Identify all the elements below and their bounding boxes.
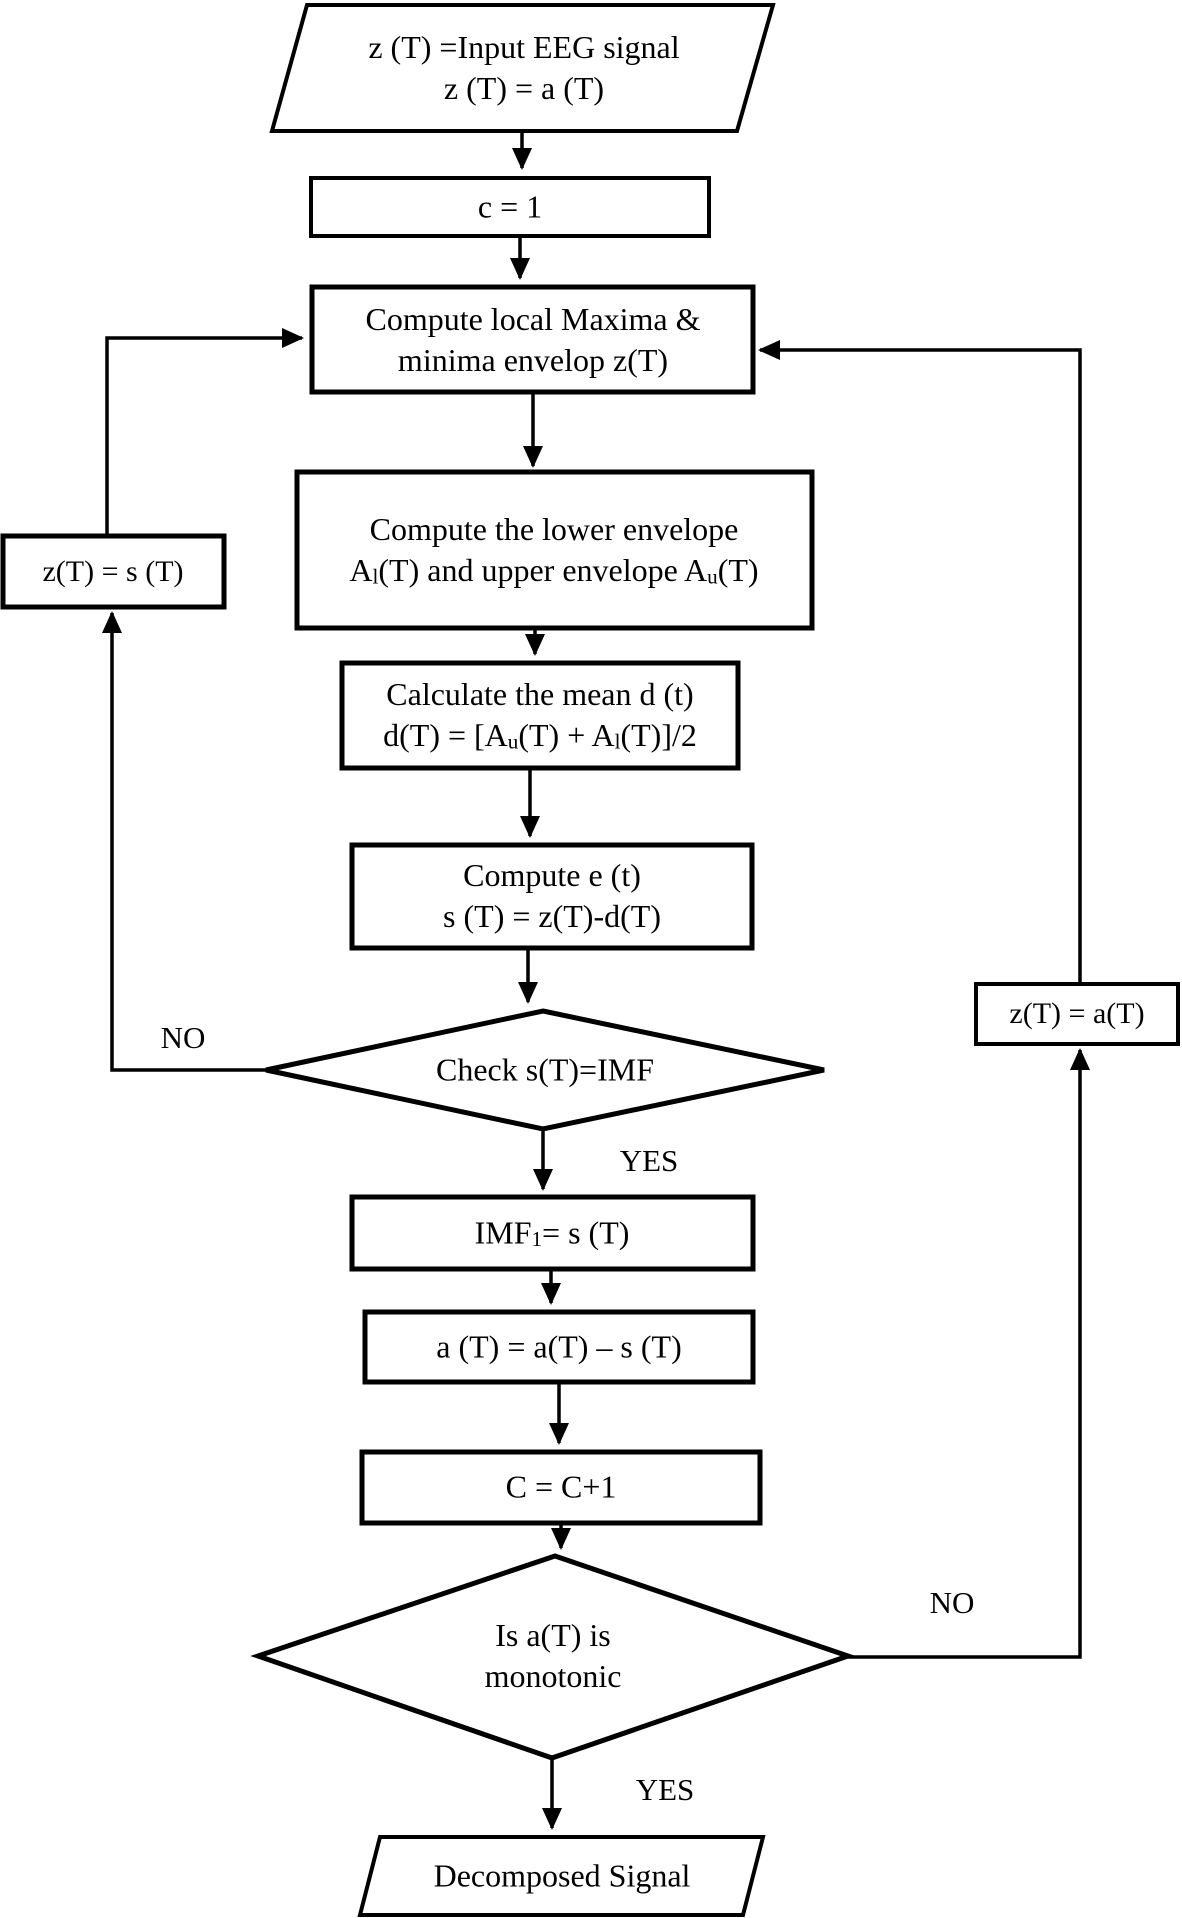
maxima-label: Compute local Maxima & minima envelop z(… bbox=[365, 299, 700, 381]
maxima-line-1: Compute local Maxima & bbox=[365, 301, 701, 338]
envelope-box bbox=[294, 469, 815, 631]
mean-subscript: u bbox=[507, 729, 519, 754]
mean-label: Calculate the mean d (t) d(T) = [Au(T) +… bbox=[383, 674, 697, 756]
compute-e-box bbox=[349, 842, 755, 951]
mean-seg: d(T) = [A bbox=[383, 717, 508, 753]
monotonic-line-2: monotonic bbox=[484, 1658, 622, 1694]
imf1-subscript: 1 bbox=[531, 1227, 543, 1252]
start-line-1: z (T) =Input EEG signal bbox=[368, 29, 680, 66]
mean-subscript: l bbox=[614, 729, 621, 754]
mean-box bbox=[339, 660, 741, 771]
check-imf-yes-label: YES bbox=[619, 1143, 679, 1178]
monotonic-yes-label: YES bbox=[635, 1772, 695, 1807]
mean-seg: (T)]/2 bbox=[620, 717, 697, 753]
envelope-seg: A bbox=[349, 552, 373, 588]
arrow-monotonic-no-to-set-z-a bbox=[848, 1048, 1090, 1659]
arrow-check-imf-no-to-set-z-s bbox=[102, 611, 266, 1072]
check-imf-no-label: NO bbox=[160, 1020, 206, 1055]
monotonic-no-label: NO bbox=[929, 1585, 975, 1620]
mean-seg: (T) + A bbox=[518, 717, 615, 753]
monotonic-label: Is a(T) is monotonic bbox=[485, 1615, 622, 1697]
mean-line-1: Calculate the mean d (t) bbox=[386, 676, 694, 713]
set-z-s-label: z(T) = s (T) bbox=[42, 554, 184, 588]
update-a-box bbox=[362, 1309, 756, 1385]
set-z-a-box bbox=[974, 982, 1180, 1046]
imf1-label: IMF1= s (T) bbox=[475, 1213, 630, 1254]
compute-e-label: Compute e (t) s (T) = z(T)-d(T) bbox=[443, 855, 661, 937]
check-imf-diamond bbox=[265, 1008, 825, 1132]
init-label: c = 1 bbox=[477, 188, 543, 225]
maxima-line-2: minima envelop z(T) bbox=[397, 342, 669, 378]
imf1-seg: = s (T) bbox=[542, 1214, 630, 1251]
monotonic-line-1: Is a(T) is bbox=[495, 1617, 611, 1654]
increment-label: C = C+1 bbox=[505, 1468, 617, 1505]
imf1-seg: IMF bbox=[474, 1214, 532, 1251]
check-imf-label: Check s(T)=IMF bbox=[435, 1051, 655, 1088]
start-line-2: z (T) = a (T) bbox=[443, 70, 605, 106]
compute-e-line-1: Compute e (t) bbox=[463, 857, 641, 894]
envelope-line-1: Compute the lower envelope bbox=[369, 511, 739, 548]
set-z-a-label: z(T) = a(T) bbox=[1009, 996, 1145, 1030]
set-z-s-box bbox=[0, 533, 227, 610]
imf1-box bbox=[349, 1194, 756, 1272]
increment-box bbox=[359, 1449, 763, 1526]
start-node-label: z (T) =Input EEG signal z (T) = a (T) bbox=[368, 27, 679, 109]
envelope-seg: (T) bbox=[717, 552, 759, 588]
maxima-box bbox=[309, 284, 756, 395]
envelope-seg: (T) and upper envelope A bbox=[378, 552, 708, 588]
monotonic-diamond bbox=[250, 1553, 856, 1761]
arrow-set-z-a-to-maxima bbox=[758, 340, 1082, 983]
init-box bbox=[309, 176, 711, 238]
envelope-subscript: l bbox=[372, 564, 379, 589]
end-label: Decomposed Signal bbox=[433, 1857, 691, 1894]
update-a-label: a (T) = a(T) – s (T) bbox=[436, 1328, 682, 1365]
end-parallelogram bbox=[357, 1835, 766, 1917]
mean-line-2: d(T) = [Au(T) + Al(T)]/2 bbox=[383, 715, 697, 756]
arrow-set-z-s-to-maxima bbox=[105, 328, 304, 537]
envelope-line-2: Al(T) and upper envelope Au(T) bbox=[349, 550, 758, 591]
compute-e-line-2: s (T) = z(T)-d(T) bbox=[443, 898, 661, 934]
envelope-label: Compute the lower envelope Al(T) and upp… bbox=[349, 509, 758, 591]
envelope-subscript: u bbox=[707, 564, 718, 589]
start-parallelogram bbox=[269, 3, 776, 133]
